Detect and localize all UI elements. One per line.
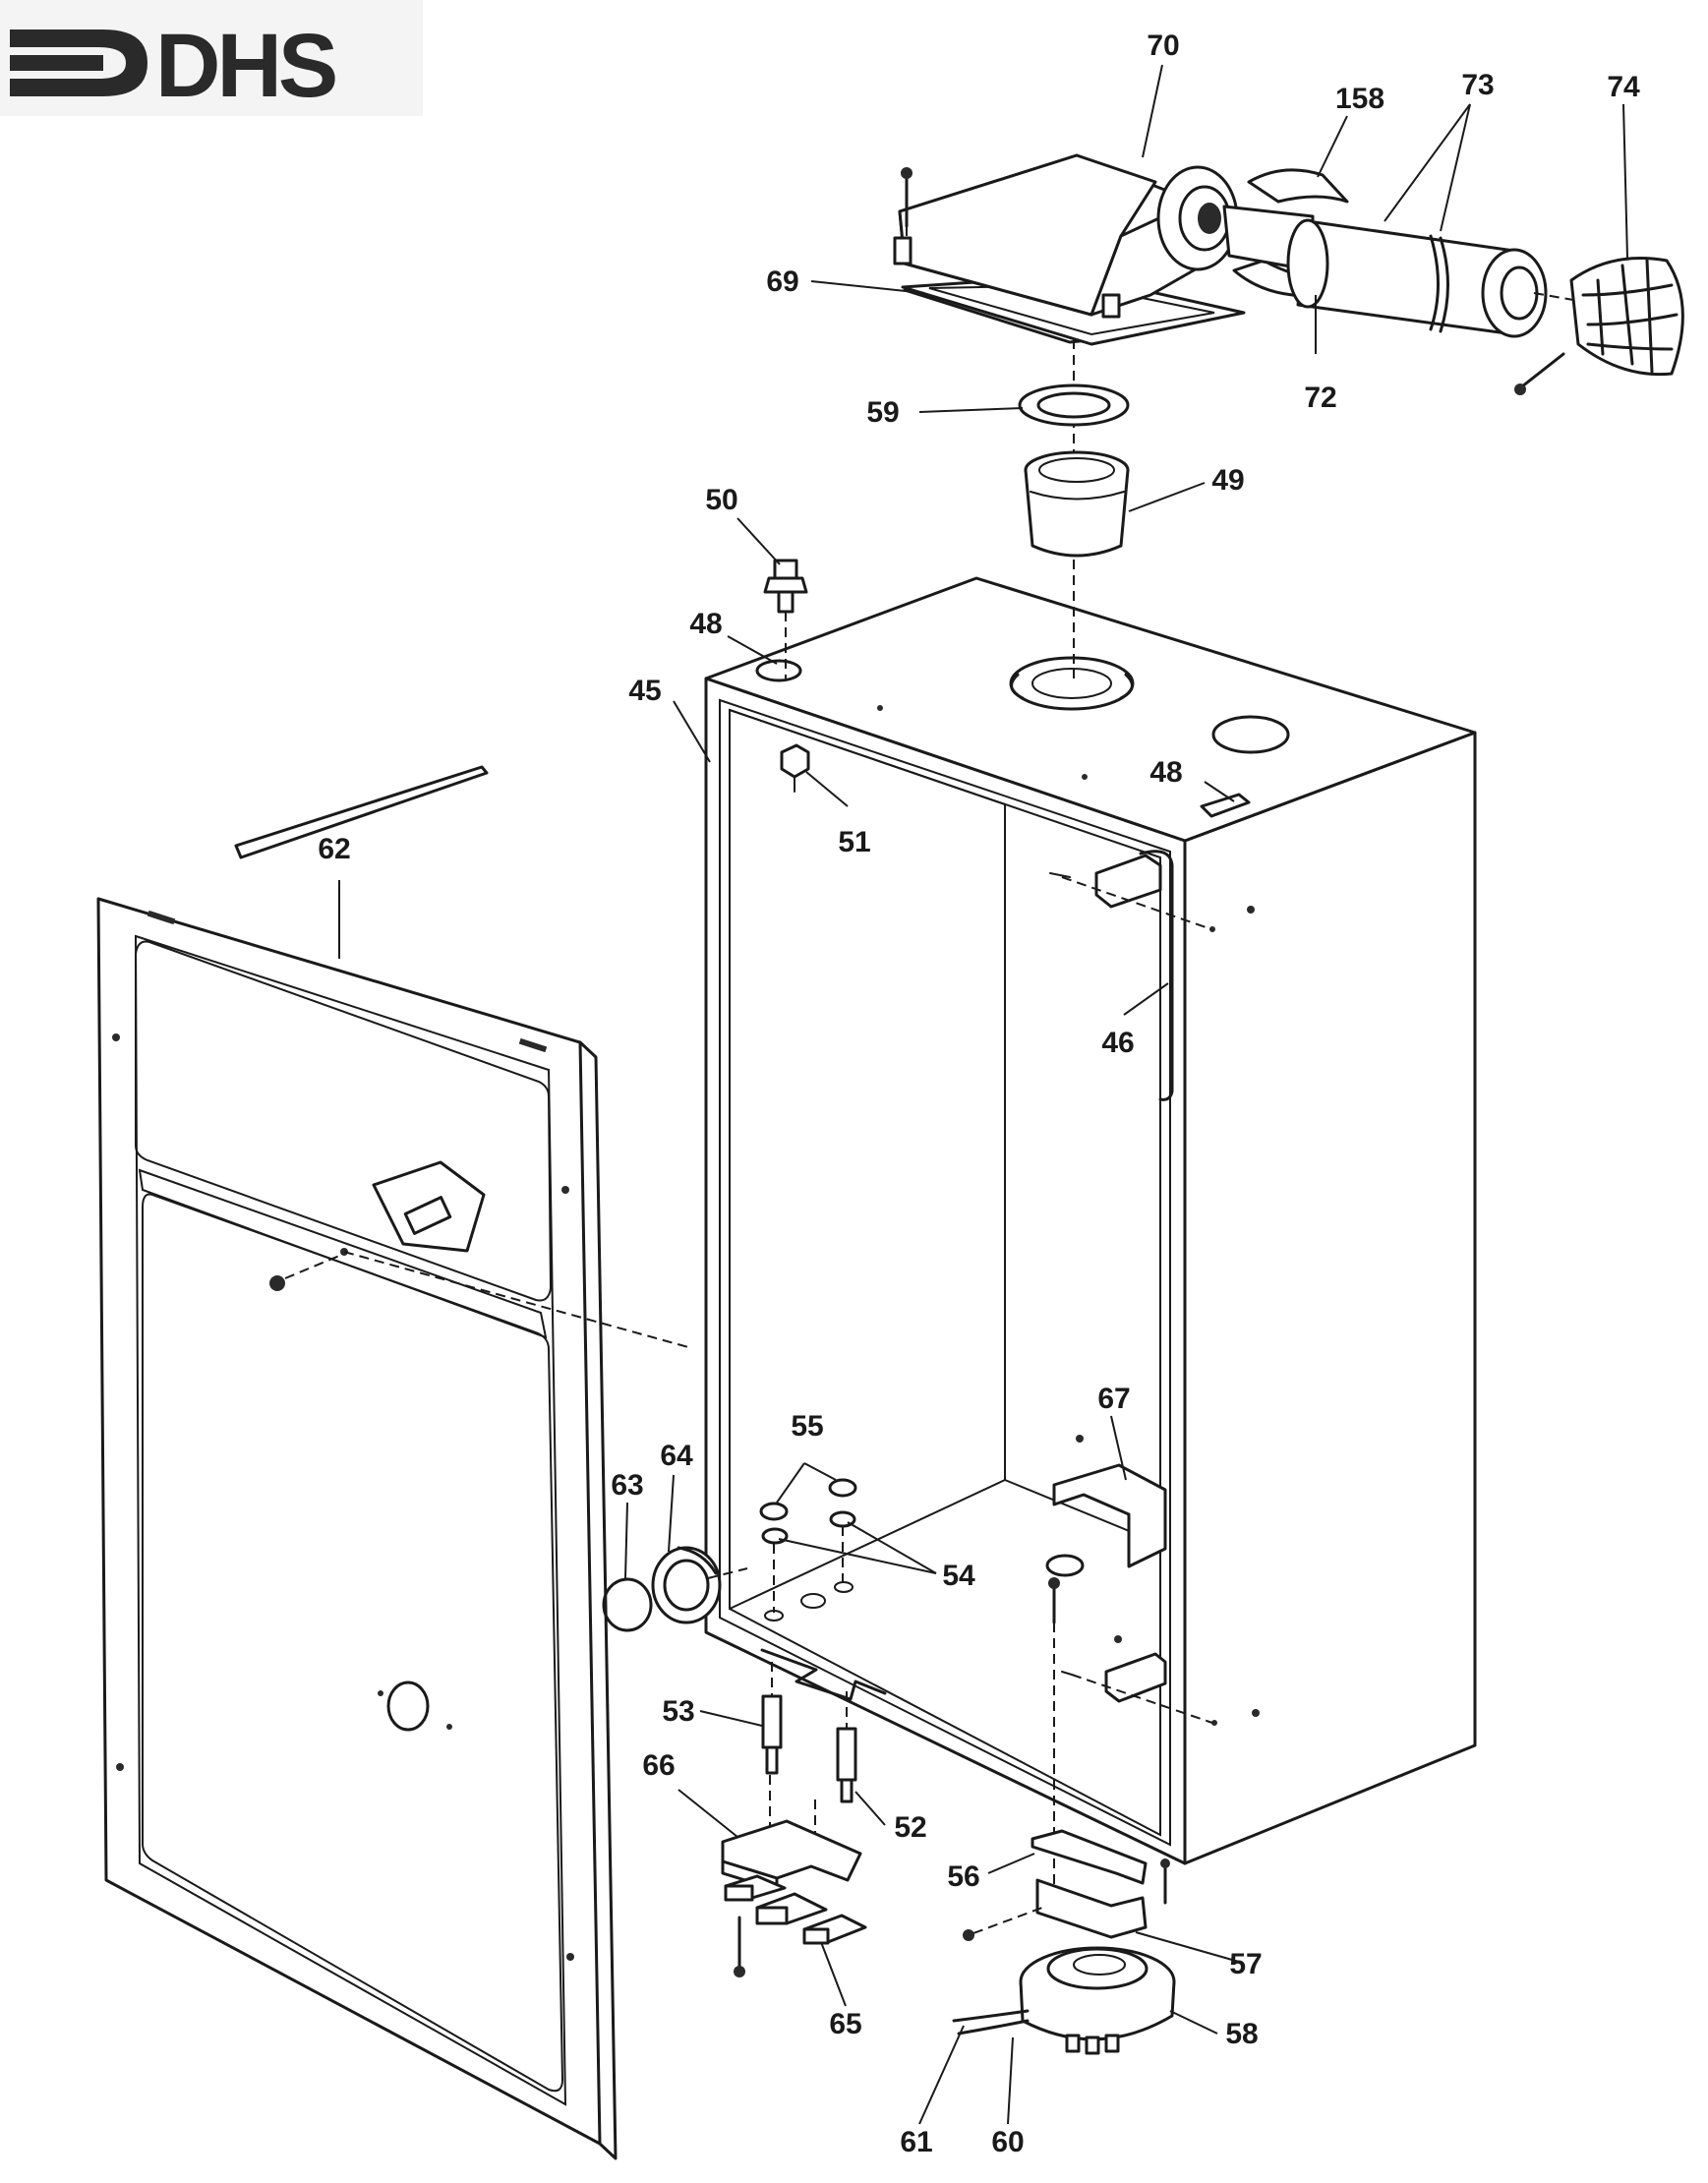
- callout-48-left: 48: [689, 608, 722, 640]
- door-panel: [96, 765, 689, 2160]
- callout-57: 57: [1229, 1948, 1262, 1980]
- callout-62: 62: [318, 833, 350, 865]
- flue-hood: [893, 153, 1246, 346]
- callout-158: 158: [1335, 83, 1384, 115]
- logo-arrow-icon: [10, 30, 147, 96]
- flue-spigot: [1018, 339, 1130, 678]
- callout-51: 51: [838, 826, 870, 858]
- callout-52: 52: [894, 1811, 926, 1844]
- sensor-top: [763, 559, 810, 793]
- callout-49: 49: [1211, 464, 1244, 497]
- leader-lines: [338, 64, 1628, 2125]
- callout-73: 73: [1461, 69, 1494, 101]
- callout-63: 63: [611, 1469, 643, 1502]
- callout-54: 54: [942, 1560, 975, 1592]
- callout-60: 60: [991, 2126, 1024, 2158]
- sight-glass: [602, 1546, 748, 1632]
- callout-61: 61: [900, 2126, 932, 2158]
- callout-66: 66: [642, 1749, 675, 1782]
- electrodes: [761, 1662, 857, 1803]
- dhs-logo: DHS: [0, 0, 423, 116]
- logo-text: DHS: [155, 16, 335, 116]
- callout-64: 64: [660, 1440, 693, 1472]
- casing: [704, 576, 1477, 1865]
- fixings: [759, 1478, 1060, 1903]
- callout-67: 67: [1097, 1383, 1130, 1415]
- callout-74: 74: [1607, 71, 1640, 103]
- callout-45: 45: [628, 675, 661, 707]
- callout-46: 46: [1101, 1027, 1134, 1059]
- callout-69: 69: [766, 266, 798, 298]
- callout-48-right: 48: [1149, 756, 1182, 789]
- pressure-switch: [952, 1829, 1176, 2055]
- callout-56: 56: [947, 1860, 979, 1893]
- callout-53: 53: [662, 1695, 694, 1728]
- callout-70: 70: [1147, 30, 1179, 62]
- flue-pipe: [1222, 168, 1684, 395]
- callout-55: 55: [791, 1410, 823, 1443]
- callout-65: 65: [829, 2008, 861, 2040]
- callout-labels: 70 158 73 74 69 72 59 49 50 48 45 48 51 …: [318, 30, 1640, 2158]
- electrode-bracket: [721, 1775, 867, 1977]
- callout-72: 72: [1304, 382, 1336, 414]
- callout-50: 50: [705, 484, 737, 516]
- callout-58: 58: [1225, 2018, 1258, 2050]
- callout-59: 59: [866, 396, 899, 429]
